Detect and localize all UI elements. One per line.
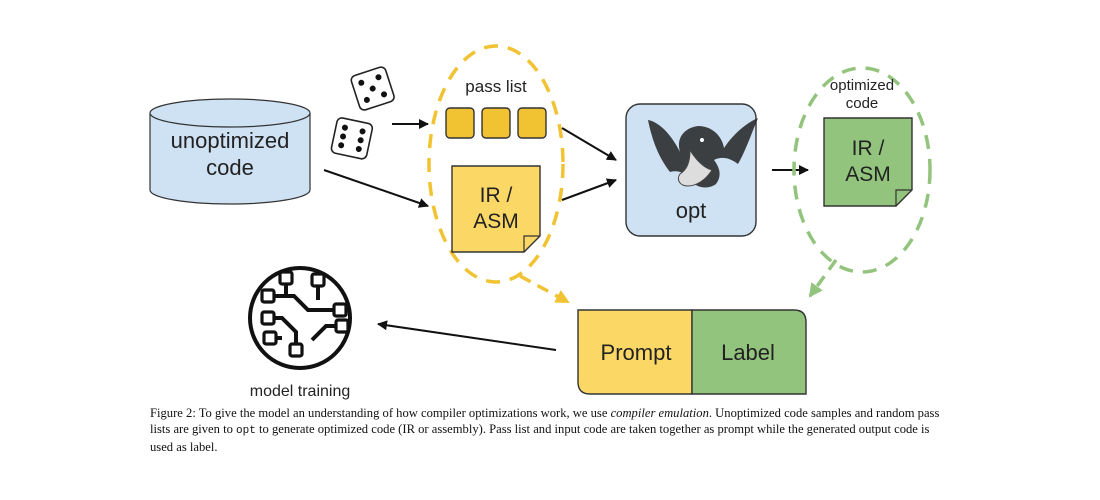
out-ir-label-line2: ASM [845,163,891,186]
circuit-icon [248,266,352,370]
llvm-dragon-icon [648,118,758,188]
ir-label-line1: IR / [480,184,513,207]
cylinder-label-line1: unoptimized [171,128,290,153]
dashed-arrow-to-prompt [519,274,570,304]
arrow-code-to-ir [323,169,429,208]
caption-code: opt [236,425,256,437]
optimized-label-line2: code [846,95,879,112]
pass-list-label: pass list [465,77,527,96]
dice-icon [330,66,395,160]
caption-emphasis: compiler emulation [610,406,709,420]
prompt-label-box: Prompt Label [577,309,807,395]
caption-mid: . Unoptimized code samples and random pa… [150,406,940,436]
prompt-label: Prompt [601,340,672,365]
optimized-label-line1: optimized [830,77,894,94]
unoptimized-code-cylinder: unoptimized code [149,98,311,205]
model-training-label: model training [250,383,351,400]
label-label: Label [721,340,775,365]
out-ir-label-line1: IR / [852,137,885,160]
label-group-dashed-ellipse [792,66,932,274]
ir-label-line2: ASM [473,210,519,233]
arrow-to-model-training [377,320,557,351]
ir-asm-input-note: IR / ASM [451,165,541,253]
figure-caption: Figure 2: To give the model an understan… [150,405,950,455]
ir-asm-output-note: IR / ASM [823,117,913,207]
arrow-pass-list-to-opt [561,127,617,161]
opt-label: opt [676,198,707,223]
cylinder-label-line2: code [206,155,254,180]
pass-list-blocks [445,107,547,139]
arrow-ir-to-opt [561,178,617,201]
compiler-emulation-diagram: unoptimized code pass list IR / ASM [149,44,932,400]
circuit-icon-nodes [260,270,350,358]
opt-box: opt [625,103,758,237]
prompt-group-dashed-ellipse [427,44,565,284]
caption-prefix: Figure 2: To give the model an understan… [150,406,611,420]
caption-suffix: to generate optimized code (IR or assemb… [150,422,930,454]
dashed-arrow-to-label [808,258,838,298]
